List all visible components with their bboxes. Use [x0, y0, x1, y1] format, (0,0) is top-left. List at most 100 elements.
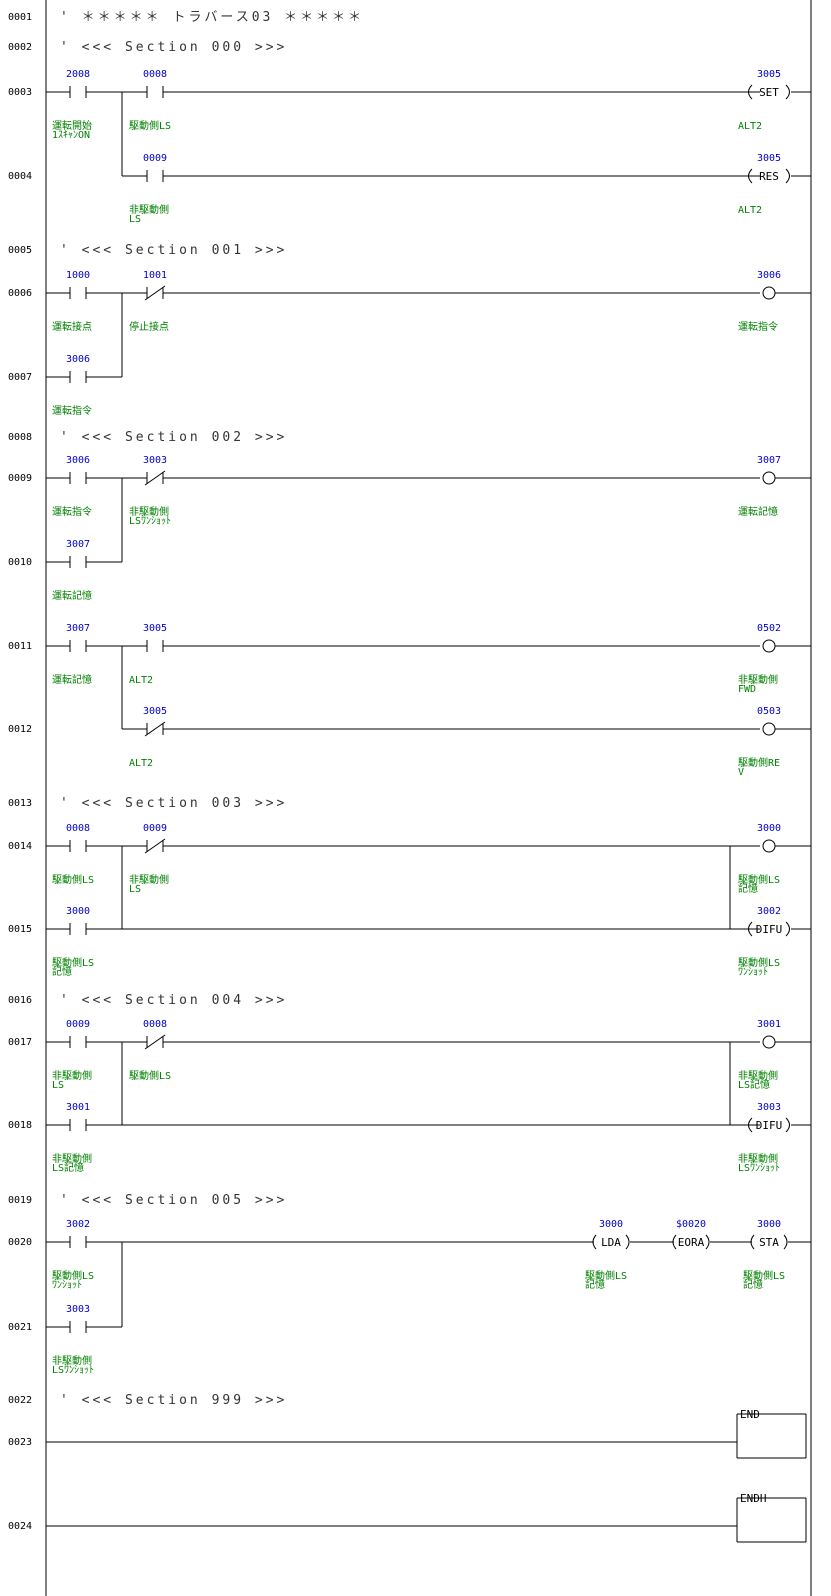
function-address: 3000 — [757, 1219, 781, 1230]
step-number: 0010 — [8, 557, 32, 568]
output-coil — [762, 722, 776, 736]
step-number: 0013 — [8, 798, 32, 809]
contact-label: LSﾜﾝｼｮｯﾄ — [129, 516, 171, 527]
coil-label: 非駆動側 — [738, 1069, 778, 1082]
contact-address: 3006 — [66, 354, 90, 365]
output-coil — [762, 286, 776, 300]
coil-bracket-left — [748, 921, 753, 937]
coil-address: 0503 — [757, 706, 781, 717]
output-coil — [762, 1035, 776, 1049]
function-bracket-left — [672, 1234, 677, 1250]
step-number: 0017 — [8, 1037, 32, 1048]
step-number: 0007 — [8, 372, 32, 383]
coil-label: 駆動側RE — [738, 756, 780, 769]
step-number: 0009 — [8, 473, 32, 484]
contact-address: 3002 — [66, 1219, 90, 1230]
step-number: 0001 — [8, 12, 32, 23]
coil-address: 3005 — [757, 69, 781, 80]
function-instruction: STA — [759, 1236, 779, 1249]
coil-bracket-left — [748, 168, 753, 184]
function-address: $0020 — [676, 1219, 706, 1230]
comment-line: ' <<< Section 005 >>> — [60, 1193, 287, 1208]
contact-label: 非駆動側 — [129, 505, 169, 518]
coil-address: 3002 — [757, 906, 781, 917]
comment-line: ' <<< Section 999 >>> — [60, 1393, 287, 1408]
contact-label: LS — [129, 214, 141, 225]
contact-address: 3005 — [143, 706, 167, 717]
step-number: 0004 — [8, 171, 32, 182]
function-bracket-right — [783, 1234, 788, 1250]
contact-label: 駆動側LS — [129, 119, 171, 132]
contact-address: 3006 — [66, 455, 90, 466]
contact-label: 運転記憶 — [52, 589, 92, 602]
step-number: 0016 — [8, 995, 32, 1006]
function-label: 記憶 — [585, 1278, 605, 1291]
function-instruction: EORA — [678, 1236, 705, 1249]
coil-bracket-right — [785, 84, 790, 100]
step-number: 0012 — [8, 724, 32, 735]
contact-label: 停止接点 — [129, 320, 169, 333]
contact-label: 駆動側LS — [52, 956, 94, 969]
step-number: 0011 — [8, 641, 32, 652]
contact-address: 0009 — [66, 1019, 90, 1030]
step-number: 0020 — [8, 1237, 32, 1248]
coil-label: 非駆動側 — [738, 1152, 778, 1165]
coil-label: 駆動側LS — [738, 873, 780, 886]
step-number: 0024 — [8, 1521, 32, 1532]
function-bracket-right — [625, 1234, 630, 1250]
contact-label: 非駆動側 — [52, 1069, 92, 1082]
step-number: 0005 — [8, 245, 32, 256]
rung-r0023: END — [46, 1408, 807, 1459]
function-address: 3000 — [599, 1219, 623, 1230]
coil-label: ALT2 — [738, 121, 762, 132]
function-instruction: LDA — [601, 1236, 621, 1249]
output-coil — [762, 639, 776, 653]
contact-label: 駆動側LS — [129, 1069, 171, 1082]
coil-label: 非駆動側 — [738, 673, 778, 686]
contact-label: 記憶 — [52, 965, 72, 978]
contact-label: LSﾜﾝｼｮｯﾄ — [52, 1365, 94, 1376]
contact-label: 駆動側LS — [52, 1269, 94, 1282]
contact-slash — [144, 285, 166, 301]
contact-address: 0009 — [143, 823, 167, 834]
coil-label: 記憶 — [738, 882, 758, 895]
coil-bracket-left — [748, 1117, 753, 1133]
contact-label: 非駆動側 — [52, 1354, 92, 1367]
coil-label: FWD — [738, 684, 756, 695]
step-number: 0014 — [8, 841, 32, 852]
step-number: 0018 — [8, 1120, 32, 1131]
comment-line: ' <<< Section 001 >>> — [60, 243, 287, 258]
step-number: 0015 — [8, 924, 32, 935]
step-number: 0023 — [8, 1437, 32, 1448]
contact-slash — [144, 721, 166, 737]
contact-label: 運転記憶 — [52, 673, 92, 686]
coil-instruction: DIFU — [756, 923, 783, 936]
coil-label: 運転指令 — [738, 320, 778, 333]
function-bracket-left — [750, 1234, 755, 1250]
coil-label: 運転記憶 — [738, 505, 778, 518]
contact-address: 3007 — [66, 539, 90, 550]
coil-bracket-right — [785, 168, 790, 184]
function-label: 駆動側LS — [585, 1269, 627, 1282]
contact-address: 1001 — [143, 270, 167, 281]
rung-r0024: ENDH — [46, 1492, 807, 1543]
step-number: 0021 — [8, 1322, 32, 1333]
contact-address: 2008 — [66, 69, 90, 80]
contact-label: 運転開始 — [52, 119, 92, 132]
coil-address: 3005 — [757, 153, 781, 164]
coil-label: 駆動側LS — [738, 956, 780, 969]
coil-address: 3003 — [757, 1102, 781, 1113]
coil-bracket-right — [785, 1117, 790, 1133]
coil-address: 3001 — [757, 1019, 781, 1030]
contact-address: 0008 — [143, 1019, 167, 1030]
